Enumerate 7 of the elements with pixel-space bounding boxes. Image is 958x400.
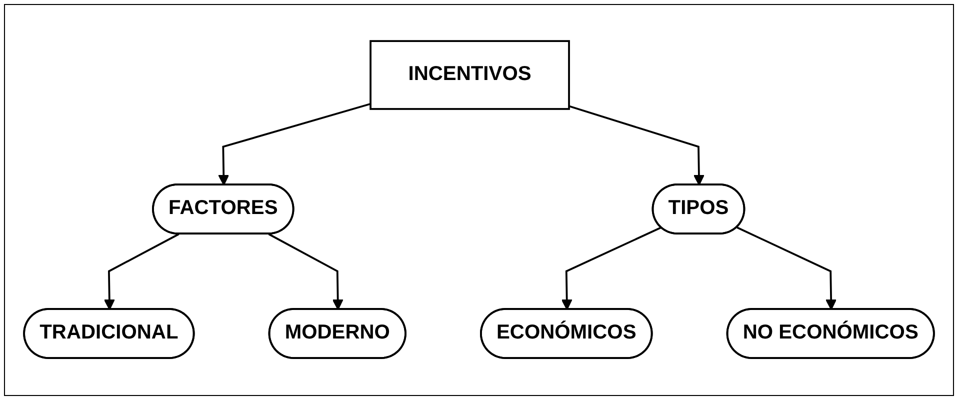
arrow xyxy=(568,106,704,186)
node-box: INCENTIVOS xyxy=(370,40,570,110)
arrow xyxy=(561,227,662,311)
arrow xyxy=(736,227,837,311)
arrow xyxy=(104,234,180,311)
arrow xyxy=(268,234,344,311)
arrow xyxy=(218,103,371,186)
